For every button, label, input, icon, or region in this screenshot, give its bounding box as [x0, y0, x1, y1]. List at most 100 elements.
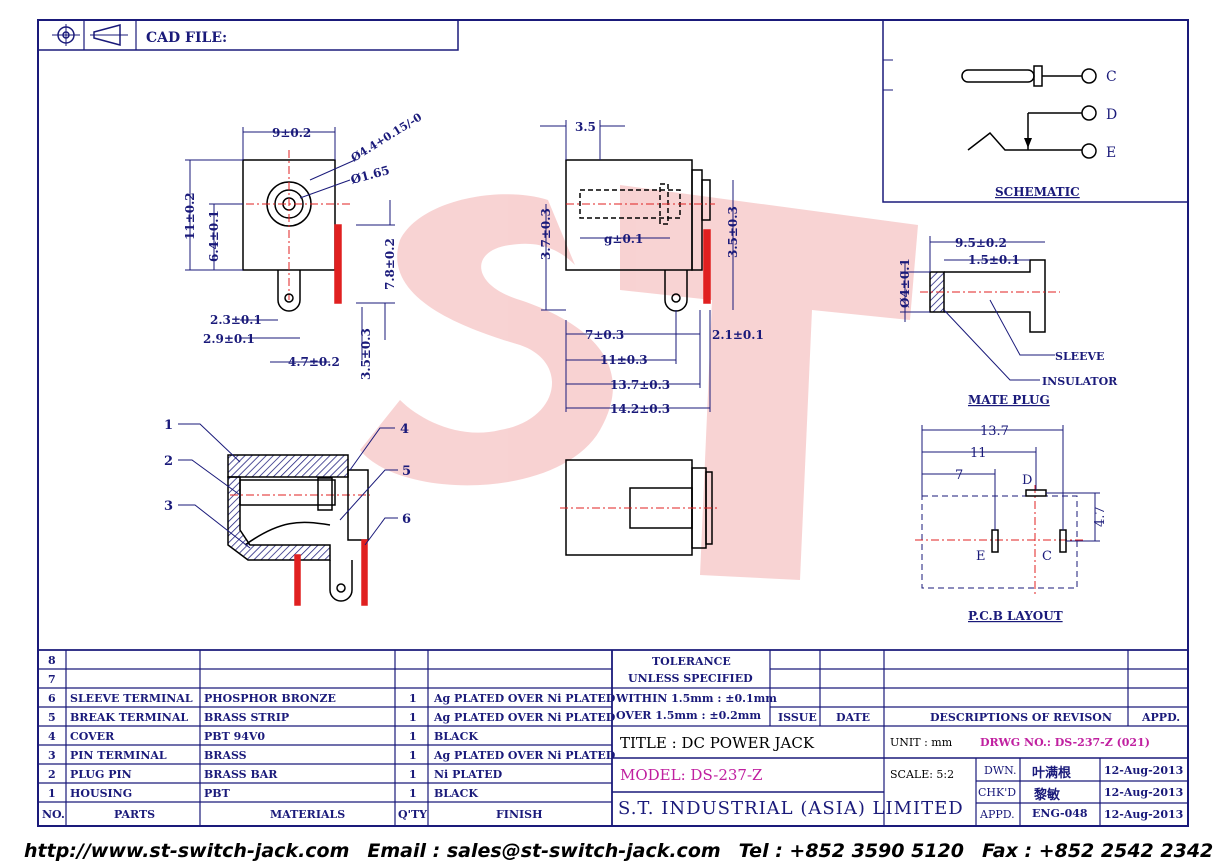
pcb-pin-c: C: [1042, 549, 1052, 564]
appd-label: APPD.: [980, 808, 1015, 821]
front-view: [230, 150, 350, 312]
row-finish: BLACK: [434, 787, 478, 800]
row-qty: 1: [409, 730, 417, 743]
callout-5: 5: [402, 464, 411, 479]
row-no: 6: [48, 692, 56, 705]
pin-e-terminal-icon: [1081, 143, 1097, 159]
st-watermark: ST: [360, 185, 918, 580]
row-qty: 1: [409, 787, 417, 800]
dim-11-side: 11±0.3: [600, 353, 648, 367]
tolerance-line1: TOLERANCE: [652, 655, 731, 668]
row-material: BRASS BAR: [204, 768, 278, 781]
website-link[interactable]: http://www.st-switch-jack.com: [24, 840, 350, 862]
dim-g: g±0.1: [604, 232, 643, 246]
callout-2: 2: [164, 454, 173, 469]
row-finish: Ni PLATED: [434, 768, 503, 781]
dim-2-1: 2.1±0.1: [712, 328, 764, 342]
chkd-name: 黎敏: [1034, 788, 1061, 803]
section-callouts: [178, 423, 398, 549]
header-no: NO.: [42, 808, 65, 821]
mate-plug-title: MATE PLUG: [968, 393, 1050, 407]
row-material: PBT 94V0: [204, 730, 266, 743]
dim-3-5-side: 3.5±0.3: [726, 206, 740, 258]
appd-date: 12-Aug-2013: [1104, 808, 1184, 821]
front-view-dimensions: [185, 127, 395, 363]
scale: SCALE: 5:2: [890, 768, 955, 781]
front-view-labels: 9±0.2 Ø4.4+0.15/-0 Ø1.65 11±0.2 6.4±0.1 …: [183, 110, 425, 380]
pcb-title: P.C.B LAYOUT: [968, 609, 1063, 623]
row-finish: Ag PLATED OVER Ni PLATED: [434, 749, 616, 762]
dim-3-5-top: 3.5: [575, 120, 596, 134]
mate-plug: [920, 259, 1060, 333]
row-finish: BLACK: [434, 730, 478, 743]
header-materials: MATERIALS: [270, 808, 346, 821]
dim-dia-4: Ø4±0.1: [898, 258, 912, 308]
dim-3-7: 3.7±0.3: [539, 208, 553, 260]
row-part: HOUSING: [70, 787, 133, 800]
section-callout-labels: 1 2 3 4 5 6: [164, 418, 411, 527]
row-material: BRASS STRIP: [204, 711, 290, 724]
chkd-date: 12-Aug-2013: [1104, 786, 1184, 799]
row-qty: 1: [409, 749, 417, 762]
dim-9-5: 9.5±0.2: [955, 236, 1007, 250]
side-view-dimensions: [540, 120, 734, 412]
email-text[interactable]: Email : sales@st-switch-jack.com: [367, 840, 721, 862]
row-qty: 1: [409, 711, 417, 724]
side-view-labels: 3.5 3.7±0.3 g±0.1 3.5±0.3 7±0.3 2.1±0.1 …: [539, 120, 764, 416]
cad-file-label: CAD FILE:: [146, 30, 227, 46]
schematic-pin-d: D: [1106, 107, 1117, 123]
tolerance-line2: UNLESS SPECIFIED: [628, 672, 753, 685]
pcb-layout: [915, 425, 1100, 595]
chkd-label: CHK'D: [978, 786, 1017, 799]
dim-4-7: 4.7±0.2: [288, 355, 340, 369]
row-no-8: 8: [48, 654, 56, 667]
row-part: PIN TERMINAL: [70, 749, 167, 762]
callout-1: 1: [164, 418, 173, 433]
model-number: MODEL: DS-237-Z: [620, 766, 763, 784]
fax-text: Fax : +852 2542 2342: [981, 840, 1214, 862]
dim-7-8: 7.8±0.2: [383, 238, 397, 290]
pcb-dim-11: 11: [970, 446, 987, 461]
mate-plug-dimensions: [900, 236, 1055, 381]
pcb-pin-d: D: [1022, 473, 1032, 488]
pcb-labels: 13.7 11 7 4.7 D E C P.C.B LAYOUT: [955, 424, 1108, 623]
schematic-pin-e: E: [1106, 145, 1116, 161]
side-view: [565, 159, 715, 312]
dim-9: 9±0.2: [272, 126, 311, 140]
row-no: 4: [48, 730, 56, 743]
mate-plug-labels: 9.5±0.2 1.5±0.1 Ø4±0.1 SLEEVE INSULATOR …: [898, 236, 1118, 407]
pin-d-terminal-icon: [1081, 105, 1097, 121]
header-strip: CAD FILE:: [37, 19, 459, 51]
dwn-date: 12-Aug-2013: [1104, 764, 1184, 777]
row-material: PBT: [204, 787, 230, 800]
sheet-border: [37, 19, 1189, 827]
row-material: PHOSPHOR BRONZE: [204, 692, 336, 705]
company-name: S.T. INDUSTRIAL (ASIA) LIMITED: [618, 798, 964, 819]
dwn-label: DWN.: [984, 764, 1017, 777]
schematic-pin-c: C: [1106, 69, 1117, 85]
row-no: 3: [48, 749, 56, 762]
rev-date: DATE: [836, 711, 871, 724]
dim-13-7: 13.7±0.3: [610, 378, 670, 392]
callout-3: 3: [164, 499, 173, 514]
rev-descriptions: DESCRIPTIONS OF REVISON: [930, 711, 1112, 724]
drawing-number: DRWG NO.: DS-237-Z (021): [980, 736, 1150, 749]
row-no-7: 7: [48, 673, 56, 686]
rev-issue: ISSUE: [778, 711, 817, 724]
label-sleeve: SLEEVE: [1055, 350, 1104, 363]
rev-appd: APPD.: [1142, 711, 1181, 724]
label-insulator: INSULATOR: [1042, 375, 1118, 388]
dim-3-5-front: 3.5±0.3: [359, 328, 373, 380]
dim-dia-4-4: Ø4.4+0.15/-0: [349, 110, 425, 164]
row-part: COVER: [70, 730, 115, 743]
dim-7: 7±0.3: [585, 328, 624, 342]
header-qty: Q'TY: [398, 808, 427, 821]
dim-dia-1-65: Ø1.65: [349, 163, 391, 187]
pin-c-terminal-icon: [1081, 68, 1097, 84]
tolerance-line3: WITHIN 1.5mm : ±0.1mm: [616, 692, 777, 705]
drawing-title: TITLE : DC POWER JACK: [620, 734, 815, 752]
pcb-pin-e: E: [976, 549, 986, 564]
tel-text: Tel : +852 3590 5120: [738, 840, 964, 862]
row-part: SLEEVE TERMINAL: [70, 692, 193, 705]
